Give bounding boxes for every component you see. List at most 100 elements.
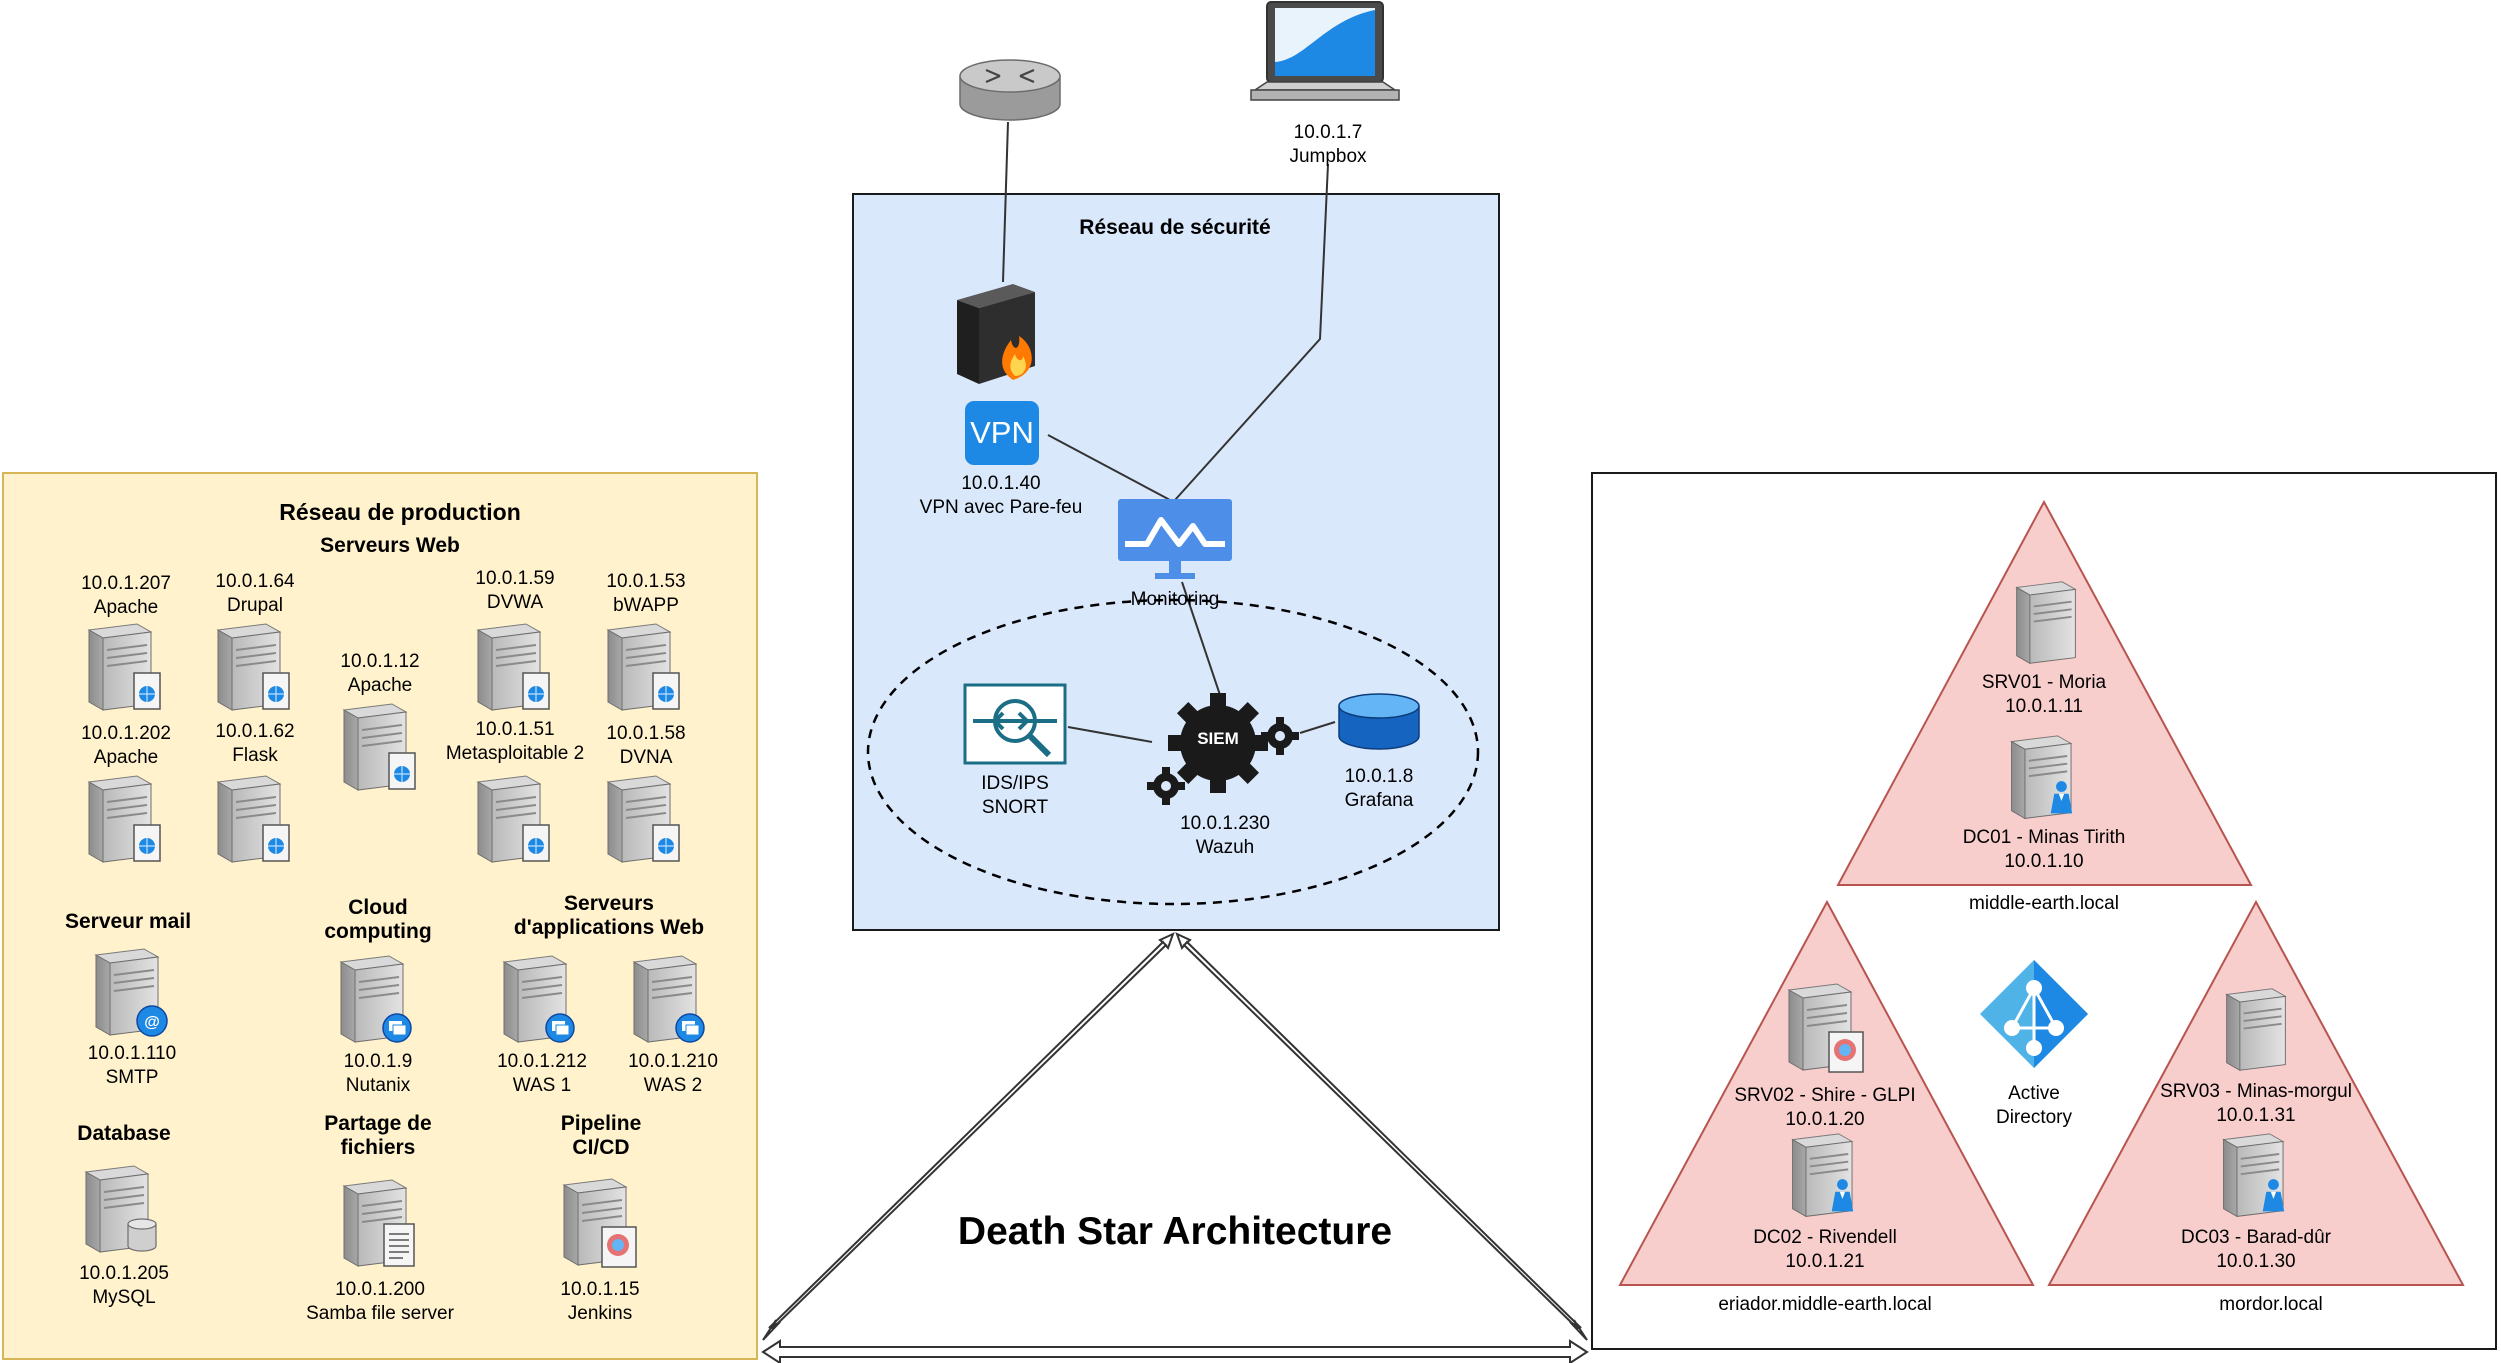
server-ip: 10.0.1.59 <box>475 568 555 589</box>
mail-section-title: Serveur mail <box>64 910 192 933</box>
web-server-icon <box>607 775 680 863</box>
srv03-name: SRV03 - Minas-morgul <box>2160 1081 2352 1102</box>
cloud-name: Nutanix <box>345 1075 411 1096</box>
server-ip: 10.0.1.62 <box>215 721 295 742</box>
app-server-name: WAS 2 <box>643 1075 703 1096</box>
app-server-ip: 10.0.1.212 <box>497 1051 587 1072</box>
files-label: 10.0.1.200 Samba file server <box>306 1278 454 1326</box>
files-ip: 10.0.1.200 <box>335 1279 425 1300</box>
database-label: 10.0.1.205 MySQL <box>79 1262 169 1310</box>
monitoring-stack-ellipse <box>866 598 1480 906</box>
cloud-title-line1: Cloud <box>348 896 408 919</box>
cloud-ip: 10.0.1.9 <box>343 1051 413 1072</box>
link-jumpbox-monitoring <box>1174 163 1329 501</box>
ad-label-line1: Active <box>2008 1083 2060 1104</box>
apps-section-title: Serveurs d'applications Web <box>514 892 704 940</box>
jenkins-server-icon <box>563 1178 637 1268</box>
server-name: DVNA <box>619 747 673 768</box>
dc01-server-icon <box>2010 734 2073 820</box>
server-name: Apache <box>93 747 159 768</box>
apps-title-line1: Serveurs <box>564 892 654 915</box>
web-server-label: 10.0.1.53 bWAPP <box>606 570 685 618</box>
server-name: Apache <box>93 597 159 618</box>
link-siem-grafana <box>1299 721 1336 734</box>
web-server-label: 10.0.1.202 Apache <box>81 722 171 770</box>
web-server-icon <box>88 775 161 863</box>
cloud-server-icon <box>340 955 412 1043</box>
web-server-label: 10.0.1.207 Apache <box>81 572 171 620</box>
srv02-server-icon <box>1788 983 1864 1073</box>
jumpbox-ip: 10.0.1.7 <box>1293 122 1363 143</box>
server-ip: 10.0.1.64 <box>215 571 295 592</box>
siem-label: 10.0.1.230 Wazuh <box>1180 812 1270 860</box>
server-name: DVWA <box>486 592 544 613</box>
srv01-server-icon <box>2015 580 2077 665</box>
mail-ip: 10.0.1.110 <box>87 1043 177 1064</box>
server-ip: 10.0.1.12 <box>340 651 420 672</box>
cloud-title-line2: computing <box>324 920 432 943</box>
web-server-icon <box>477 775 550 863</box>
web-server-label: 10.0.1.59 DVWA <box>475 567 554 615</box>
files-title-line2: fichiers <box>340 1136 416 1159</box>
dc01-ip: 10.0.1.10 <box>2004 851 2084 872</box>
server-ip: 10.0.1.53 <box>606 571 686 592</box>
server-ip: 10.0.1.51 <box>475 719 555 740</box>
ids-ips-icon <box>963 683 1067 765</box>
pipeline-name: Jenkins <box>567 1303 633 1324</box>
web-server-icon <box>607 623 680 711</box>
app-server-name: WAS 1 <box>512 1075 572 1096</box>
dc03-label: DC03 - Barad-dûr 10.0.1.30 <box>2181 1226 2331 1274</box>
server-ip: 10.0.1.207 <box>81 573 171 594</box>
ids-line1: IDS/IPS <box>981 773 1049 794</box>
link-vpn-monitoring <box>1047 434 1171 501</box>
vpn-name: VPN avec Pare-feu <box>919 497 1083 518</box>
domain-mordor-label: mordor.local <box>2219 1294 2323 1315</box>
link-ids-siem <box>1067 726 1153 743</box>
arrow-production-security <box>762 932 1175 1341</box>
web-server-icon <box>343 703 416 791</box>
srv02-name: SRV02 - Shire - GLPI <box>1734 1085 1916 1106</box>
database-ip: 10.0.1.205 <box>79 1263 169 1284</box>
vpn-icon <box>965 401 1039 465</box>
domain-eriador-label: eriador.middle-earth.local <box>1718 1294 1932 1315</box>
vpn-ip: 10.0.1.40 <box>961 473 1041 494</box>
domain-middle-earth-label: middle-earth.local <box>1969 893 2119 914</box>
srv01-label: SRV01 - Moria 10.0.1.11 <box>1982 671 2106 719</box>
dc03-name: DC03 - Barad-dûr <box>2181 1227 2331 1248</box>
laptop-icon <box>1250 1 1400 101</box>
pipeline-section-title: Pipeline CI/CD <box>561 1112 642 1160</box>
server-name: Metasploitable 2 <box>445 743 585 764</box>
dc01-label: DC01 - Minas Tirith 10.0.1.10 <box>1963 826 2126 874</box>
web-server-icon <box>217 775 290 863</box>
grafana-label: 10.0.1.8 Grafana <box>1345 765 1414 813</box>
dc01-name: DC01 - Minas Tirith <box>1962 827 2126 848</box>
srv01-name: SRV01 - Moria <box>1981 672 2107 693</box>
grafana-database-icon <box>1338 693 1420 750</box>
siem-ip: 10.0.1.230 <box>1180 813 1270 834</box>
server-name: Flask <box>232 745 278 766</box>
pipeline-title-line2: CI/CD <box>572 1136 630 1159</box>
pipeline-label: 10.0.1.15 Jenkins <box>560 1278 639 1326</box>
active-directory-label: Active Directory <box>1996 1082 2072 1130</box>
grafana-name: Grafana <box>1344 790 1414 811</box>
web-server-label: 10.0.1.51 Metasploitable 2 <box>446 718 584 766</box>
production-network-title: Réseau de production <box>279 499 521 525</box>
web-server-icon <box>88 623 161 711</box>
database-name: MySQL <box>92 1287 156 1308</box>
mail-server-icon: @ <box>95 948 168 1037</box>
siem-gears-icon <box>1147 693 1299 805</box>
firewall-icon <box>957 284 1035 384</box>
vpn-label: 10.0.1.40 VPN avec Pare-feu <box>920 472 1083 520</box>
dc03-server-icon <box>2222 1132 2285 1218</box>
pipeline-title-line1: Pipeline <box>560 1112 642 1135</box>
arrow-security-ad <box>1175 932 1588 1341</box>
triangle-mordor <box>2047 899 2465 1286</box>
server-name: bWAPP <box>613 595 679 616</box>
triangle-middle-earth <box>1836 499 2253 886</box>
files-section-title: Partage de fichiers <box>324 1112 431 1160</box>
jumpbox-label: 10.0.1.7 Jumpbox <box>1289 121 1366 169</box>
app-server-label: 10.0.1.210 WAS 2 <box>628 1050 718 1098</box>
web-server-label: 10.0.1.62 Flask <box>215 720 294 768</box>
srv01-ip: 10.0.1.11 <box>2005 696 2083 717</box>
